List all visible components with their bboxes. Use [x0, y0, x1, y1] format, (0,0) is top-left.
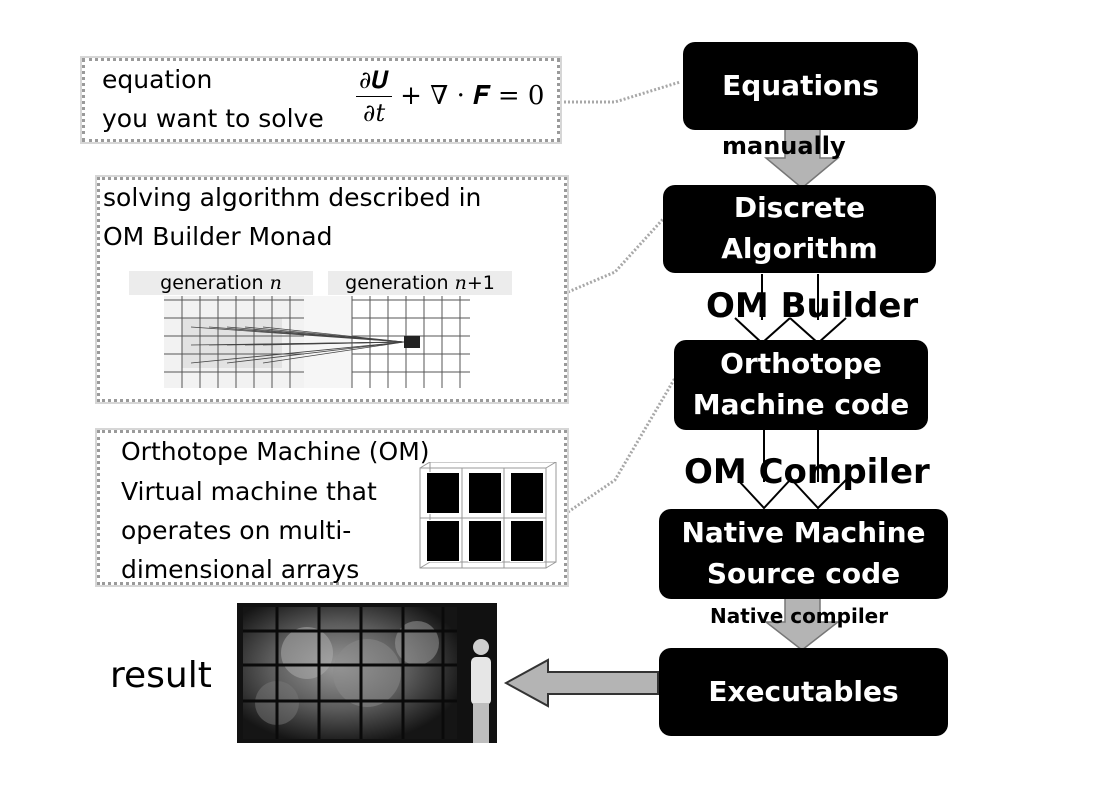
generation-n1-label: generation n+1: [328, 271, 512, 295]
gen-n-var: n: [269, 272, 282, 294]
om-cell: [426, 520, 460, 562]
result-label: result: [110, 655, 212, 696]
result-arrow: [503, 658, 659, 708]
stencil-grid-illustration: [164, 296, 470, 388]
time-derivative: ∂𝑼 ∂𝑡: [356, 66, 393, 127]
step-native-compiler: Native compiler: [710, 604, 889, 628]
stage-orthotope-line2: Machine code: [692, 388, 910, 421]
om-panel-title: Orthotope Machine (OM): [121, 437, 430, 466]
om-cell: [468, 472, 502, 514]
leader-lines: [560, 80, 681, 514]
gen-n-word: generation: [160, 272, 264, 294]
stage-discrete-algorithm: Discrete Algorithm: [663, 185, 936, 273]
stage-native-source-code: Native Machine Source code: [659, 509, 948, 599]
person-silhouette: [471, 639, 491, 743]
eq-denominator: ∂𝑡: [363, 99, 386, 127]
eq-rest: + ∇ · 𝑭 = 0: [400, 81, 545, 111]
gen-n1-word: generation: [345, 272, 449, 294]
step-om-builder: OM Builder: [706, 286, 919, 326]
algorithm-panel-line1: solving algorithm described in: [103, 183, 482, 212]
algorithm-panel-line2: OM Builder Monad: [103, 222, 333, 251]
stage-orthotope-machine-code: Orthotope Machine code: [674, 340, 928, 430]
simulation-result-photo: [237, 603, 497, 743]
om-cell: [468, 520, 502, 562]
stage-native-line1: Native Machine: [681, 516, 926, 550]
stage-executables: Executables: [659, 648, 948, 736]
result-photo-drawing: [237, 603, 497, 743]
stage-native-line2: Source code: [706, 557, 901, 590]
equation-panel-line1: equation: [102, 65, 213, 94]
stage-equations: Equations: [683, 42, 918, 130]
generation-n-label: generation n: [129, 271, 313, 295]
om-panel-line3: dimensional arrays: [121, 555, 360, 584]
equation-panel: [82, 58, 560, 142]
stage-discrete-line2: Algorithm: [721, 232, 878, 265]
stage-equations-label: Equations: [722, 68, 879, 102]
conservation-equation: ∂𝑼 ∂𝑡 + ∇ · 𝑭 = 0: [356, 66, 544, 127]
step-manually: manually: [722, 132, 846, 160]
stage-orthotope-line1: Orthotope: [720, 347, 882, 381]
om-cell: [426, 472, 460, 514]
step-om-compiler: OM Compiler: [684, 452, 930, 492]
om-array-cube-illustration: [418, 462, 578, 572]
gen-n1-var: n: [454, 272, 467, 294]
eq-numerator: ∂𝑼: [356, 66, 393, 97]
om-panel-line2: operates on multi-: [121, 516, 352, 545]
om-compiler-arrows: [737, 430, 847, 510]
stage-discrete-line1: Discrete: [733, 191, 866, 225]
om-cell: [510, 520, 544, 562]
gen-n1-suffix: +1: [466, 272, 495, 294]
native-compiler-arrow: [763, 597, 841, 651]
stage-executables-label: Executables: [708, 674, 899, 708]
om-panel-line1: Virtual machine that: [121, 477, 377, 506]
om-cell: [510, 472, 544, 514]
equation-panel-line2: you want to solve: [102, 104, 324, 133]
manual-arrow: [763, 127, 841, 189]
